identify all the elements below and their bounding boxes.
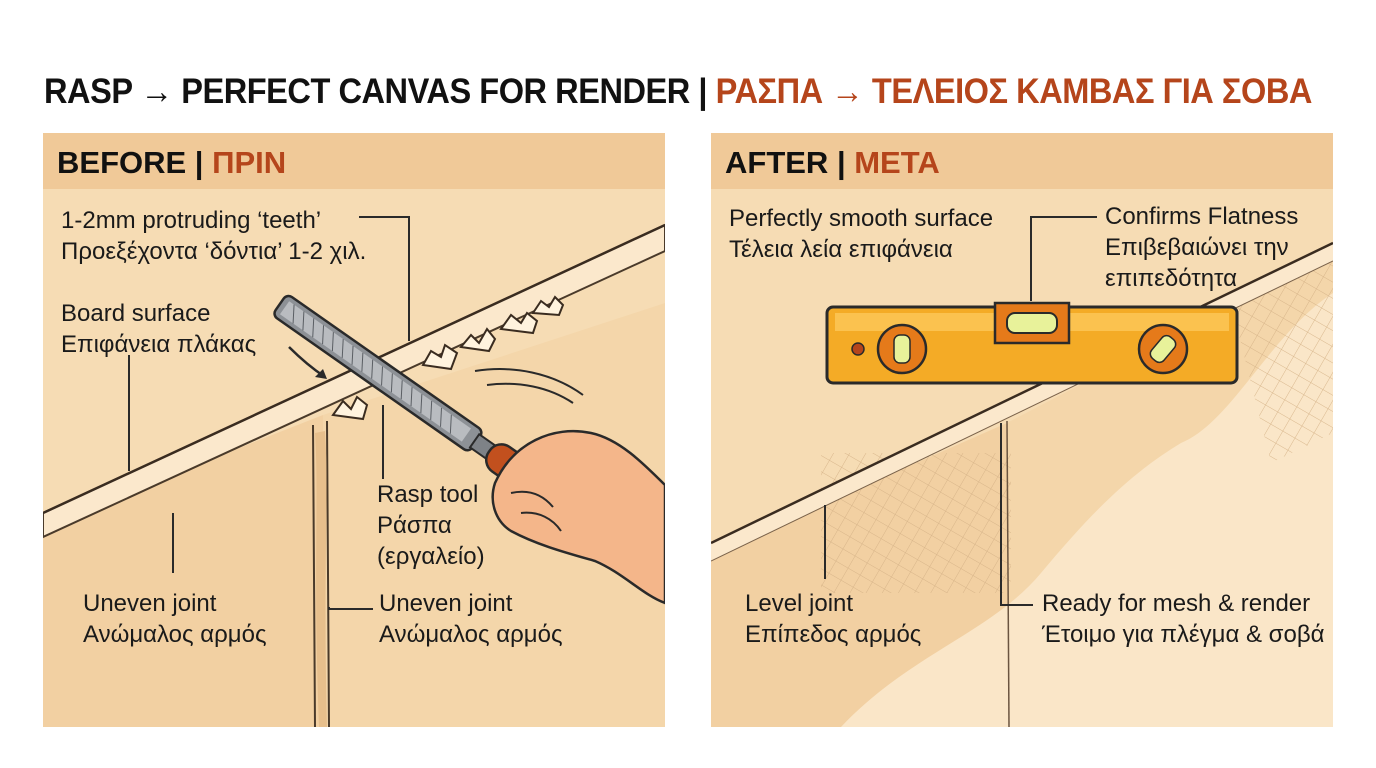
label-smooth-surface: Perfectly smooth surface Τέλεια λεία επι… [729,203,993,265]
title-separator: | [689,72,716,111]
before-title-en: BEFORE [57,145,187,180]
label-smooth-en: Perfectly smooth surface [729,205,994,232]
label-rasp-gr2: (εργαλείο) [377,543,485,570]
label-level-joint: Level joint Επίπεδος αρμός [745,588,921,650]
after-illustration [711,216,1333,727]
after-title-gr: ΜΕΤΑ [854,145,940,180]
mesh-patch-left [821,453,1011,593]
spirit-level [825,301,1239,385]
label-rasp-en: Rasp tool [377,481,479,508]
label-flatness-gr: Επιβεβαιώνει την [1105,234,1289,261]
level-joint-line [1006,420,1010,727]
before-leader-lines [128,216,410,610]
before-title-gr: ΠΡΙΝ [212,145,287,180]
label-board-surface: Board surface Επιφάνεια πλάκας [61,298,256,360]
label-ready-mesh-render: Ready for mesh & render Έτοιμο για πλέγμ… [1042,588,1325,650]
label-confirms-flatness: Confirms Flatness Επιβεβαιώνει την επιπε… [1105,201,1298,294]
label-level-joint-gr: Επίπεδος αρμός [745,621,922,648]
before-header [43,133,665,189]
title-greek: ΡΑΣΠΑ → ΤΕΛΕΙΟΣ ΚΑΜΒΑΣ ΓΙΑ ΣΟΒΑ [715,72,1313,111]
label-uneven-left-gr: Ανώμαλος αρμός [83,621,267,648]
title-english: RASP → PERFECT CANVAS FOR RENDER [44,72,690,111]
after-header [711,133,1333,189]
front-board-left [43,415,323,727]
after-title-en: AFTER [725,145,829,180]
before-panel: BEFORE | ΠΡΙΝ 1-2mm protruding ‘teeth’ Π… [43,133,665,727]
after-panel: AFTER | ΜΕΤΑ Perfectly smooth surface Τέ… [711,133,1333,727]
label-uneven-left-en: Uneven joint [83,590,217,617]
label-uneven-right-gr: Ανώμαλος αρμός [379,621,563,648]
vertical-joint-line [312,420,330,727]
page-title: RASP → PERFECT CANVAS FOR RENDER | ΡΑΣΠΑ… [44,72,1312,112]
after-leader-lines [824,216,1097,606]
before-illustration [43,216,665,727]
label-board-surface-en: Board surface [61,300,211,327]
hand [491,429,665,605]
label-level-joint-en: Level joint [745,590,854,617]
label-uneven-joint-left: Uneven joint Ανώμαλος αρμός [83,588,267,650]
label-protruding-teeth: 1-2mm protruding ‘teeth’ Προεξέχοντα ‘δό… [61,205,366,267]
mesh-patch-right [1231,253,1333,463]
label-smooth-gr: Τέλεια λεία επιφάνεια [729,236,953,263]
before-title: BEFORE | ΠΡΙΝ [57,145,286,181]
label-flatness-en: Confirms Flatness [1105,203,1299,230]
label-flatness-gr2: επιπεδότητα [1105,265,1238,292]
label-uneven-joint-right: Uneven joint Ανώμαλος αρμός [379,588,563,650]
label-teeth-gr: Προεξέχοντα ‘δόντια’ 1-2 χιλ. [61,238,367,265]
label-ready-gr: Έτοιμο για πλέγμα & σοβά [1042,621,1325,648]
after-title: AFTER | ΜΕΤΑ [725,145,940,181]
protruding-teeth [331,295,565,421]
label-rasp-tool: Rasp tool Ράσπα (εργαλείο) [377,479,485,572]
label-teeth-en: 1-2mm protruding ‘teeth’ [61,207,322,234]
label-ready-en: Ready for mesh & render [1042,590,1311,617]
render-area [841,293,1333,727]
label-rasp-gr: Ράσπα [377,512,452,539]
label-uneven-right-en: Uneven joint [379,590,513,617]
label-board-surface-gr: Επιφάνεια πλάκας [61,331,257,358]
before-title-sep: | [186,145,213,180]
after-title-sep: | [828,145,855,180]
